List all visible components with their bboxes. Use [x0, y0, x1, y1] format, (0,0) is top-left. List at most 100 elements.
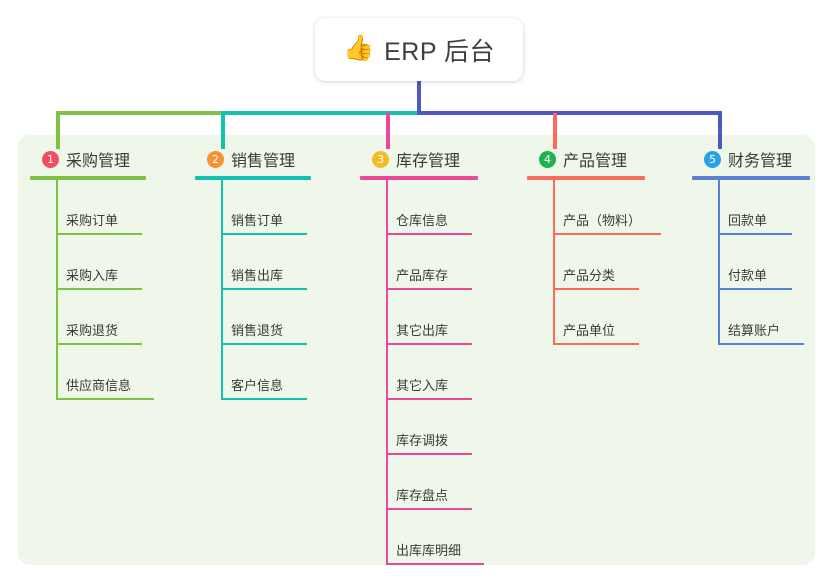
- leaf-node-body: 产品分类: [553, 265, 639, 290]
- leaf-node[interactable]: 供应商信息: [30, 345, 154, 400]
- leaf-node-rule: [56, 398, 154, 400]
- thumbs-up-icon: 👍: [342, 34, 375, 62]
- leaf-node-label: 结算账户: [728, 323, 781, 338]
- leaf-node-body: 回款单: [718, 210, 792, 235]
- leaf-node-rule: [386, 398, 472, 400]
- leaf-node-rule: [56, 343, 142, 345]
- leaf-node-label: 销售出库: [231, 268, 284, 283]
- branch-items-1: 采购订单采购入库采购退货供应商信息: [30, 180, 154, 400]
- leaf-node[interactable]: 回款单: [692, 180, 810, 235]
- root-node-label: ERP 后台: [384, 37, 496, 66]
- branch-header-3[interactable]: 3 库存管理: [360, 147, 484, 171]
- branch-items-3: 仓库信息产品库存其它出库其它入库库存调拨库存盘点出库库明细: [360, 180, 484, 565]
- leaf-node[interactable]: 付款单: [692, 235, 810, 290]
- leaf-node-label: 销售退货: [231, 323, 284, 338]
- leaf-node[interactable]: 销售出库: [195, 235, 311, 290]
- leaf-node-rule: [553, 288, 639, 290]
- leaf-node-body: 其它入库: [386, 375, 472, 400]
- leaf-node[interactable]: 产品分类: [527, 235, 661, 290]
- leaf-node-body: 产品库存: [386, 265, 472, 290]
- branch-header-2[interactable]: 2 销售管理: [195, 147, 311, 171]
- leaf-node-label: 库存盘点: [396, 488, 449, 503]
- branch-items-2: 销售订单销售出库销售退货客户信息: [195, 180, 311, 400]
- branch-title-1: 采购管理: [66, 153, 131, 170]
- leaf-node[interactable]: 采购入库: [30, 235, 154, 290]
- bus-segment-1: [56, 111, 221, 115]
- leaf-node-label: 产品（物料）: [563, 213, 642, 228]
- leaf-node-rule: [221, 288, 307, 290]
- branch-spine-3: [386, 180, 388, 565]
- leaf-node-rule: [386, 508, 472, 510]
- leaf-node[interactable]: 库存盘点: [360, 455, 484, 510]
- leaf-node-body: 客户信息: [221, 375, 307, 400]
- leaf-node-body: 库存调拨: [386, 430, 472, 455]
- leaf-node-label: 产品库存: [396, 268, 449, 283]
- leaf-node-label: 其它出库: [396, 323, 449, 338]
- leaf-node-rule: [386, 288, 472, 290]
- leaf-node[interactable]: 采购退货: [30, 290, 154, 345]
- leaf-node[interactable]: 客户信息: [195, 345, 311, 400]
- branch-column-3: 3 库存管理仓库信息产品库存其它出库其它入库库存调拨库存盘点出库库明细: [360, 147, 484, 565]
- branch-column-2: 2 销售管理销售订单销售出库销售退货客户信息: [195, 147, 311, 400]
- branch-header-rule-2: [195, 176, 311, 180]
- leaf-node-body: 其它出库: [386, 320, 472, 345]
- leaf-node[interactable]: 仓库信息: [360, 180, 484, 235]
- leaf-node[interactable]: 产品单位: [527, 290, 661, 345]
- leaf-node-rule: [386, 453, 472, 455]
- leaf-node[interactable]: 产品（物料）: [527, 180, 661, 235]
- leaf-node-rule: [553, 343, 639, 345]
- leaf-node-label: 供应商信息: [66, 378, 132, 393]
- leaf-node[interactable]: 其它出库: [360, 290, 484, 345]
- leaf-node-label: 回款单: [728, 213, 768, 228]
- drop-connector-1: [56, 113, 60, 149]
- leaf-node-body: 销售订单: [221, 210, 307, 235]
- branch-spine-5: [718, 180, 720, 345]
- branches-panel: [18, 135, 815, 565]
- leaf-node[interactable]: 出库库明细: [360, 510, 484, 565]
- branch-number-badge-3: 3: [372, 150, 389, 168]
- leaf-node-rule: [221, 233, 307, 235]
- leaf-node-body: 出库库明细: [386, 540, 484, 565]
- leaf-node-rule: [718, 288, 792, 290]
- leaf-node-label: 产品分类: [563, 268, 616, 283]
- drop-connector-4: [553, 113, 557, 149]
- leaf-node[interactable]: 销售订单: [195, 180, 311, 235]
- branch-title-4: 产品管理: [563, 153, 628, 170]
- branch-spine-1: [56, 180, 58, 400]
- leaf-node[interactable]: 销售退货: [195, 290, 311, 345]
- leaf-node-label: 客户信息: [231, 378, 284, 393]
- leaf-node-body: 仓库信息: [386, 210, 472, 235]
- leaf-node-label: 采购退货: [66, 323, 119, 338]
- leaf-node-label: 采购订单: [66, 213, 119, 228]
- leaf-node-rule: [221, 398, 307, 400]
- leaf-node-body: 产品单位: [553, 320, 639, 345]
- leaf-node-label: 其它入库: [396, 378, 449, 393]
- leaf-node-label: 出库库明细: [396, 543, 462, 558]
- leaf-node[interactable]: 产品库存: [360, 235, 484, 290]
- leaf-node[interactable]: 结算账户: [692, 290, 810, 345]
- leaf-node[interactable]: 采购订单: [30, 180, 154, 235]
- leaf-node-body: 销售出库: [221, 265, 307, 290]
- branch-header-rule-4: [527, 176, 645, 180]
- root-node-erp-backend[interactable]: 👍 ERP 后台: [315, 18, 523, 81]
- leaf-node[interactable]: 库存调拨: [360, 400, 484, 455]
- leaf-node-rule: [718, 233, 792, 235]
- leaf-node-rule: [386, 233, 472, 235]
- leaf-node-label: 付款单: [728, 268, 768, 283]
- branch-title-3: 库存管理: [396, 153, 461, 170]
- drop-connector-5: [718, 113, 722, 149]
- leaf-node-rule: [56, 288, 142, 290]
- branch-title-2: 销售管理: [231, 153, 296, 170]
- branch-number-badge-2: 2: [207, 150, 224, 168]
- branch-items-4: 产品（物料） 产品分类产品单位: [527, 180, 661, 345]
- leaf-node-rule: [386, 343, 472, 345]
- leaf-node[interactable]: 其它入库: [360, 345, 484, 400]
- leaf-node-body: 产品（物料）: [553, 210, 661, 235]
- leaf-node-label: 产品单位: [563, 323, 616, 338]
